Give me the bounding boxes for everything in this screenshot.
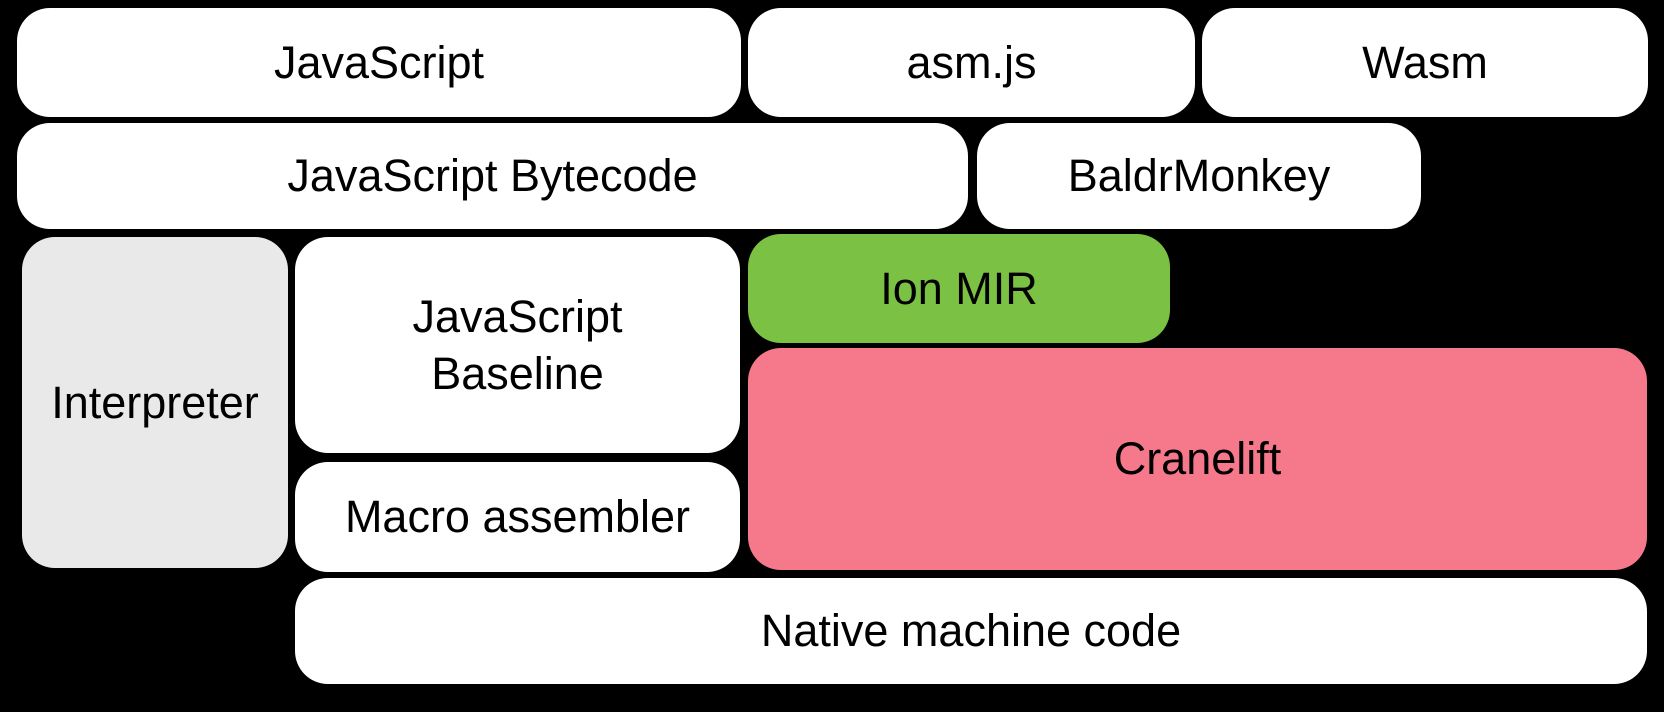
box-baldrmonkey: BaldrMonkey bbox=[977, 123, 1421, 229]
box-macro-assembler: Macro assembler bbox=[295, 462, 740, 572]
box-cranelift: Cranelift bbox=[748, 348, 1647, 570]
box-javascript-bytecode: JavaScript Bytecode bbox=[17, 123, 968, 229]
box-interpreter: Interpreter bbox=[22, 237, 288, 568]
box-asm-js: asm.js bbox=[748, 8, 1195, 117]
box-wasm: Wasm bbox=[1202, 8, 1648, 117]
box-javascript: JavaScript bbox=[17, 8, 741, 117]
box-javascript-baseline: JavaScript Baseline bbox=[295, 237, 740, 453]
box-ion-mir: Ion MIR bbox=[748, 234, 1170, 343]
box-native-machine-code: Native machine code bbox=[295, 578, 1647, 684]
